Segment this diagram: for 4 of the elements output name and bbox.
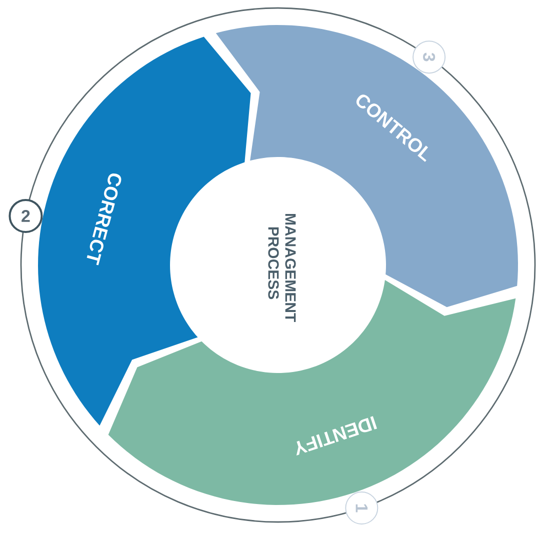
number-badge: 2 bbox=[8, 198, 43, 233]
number-badge: 1 bbox=[345, 492, 378, 524]
node-label: 1 bbox=[356, 504, 368, 512]
number-badge: 3 bbox=[412, 40, 446, 74]
